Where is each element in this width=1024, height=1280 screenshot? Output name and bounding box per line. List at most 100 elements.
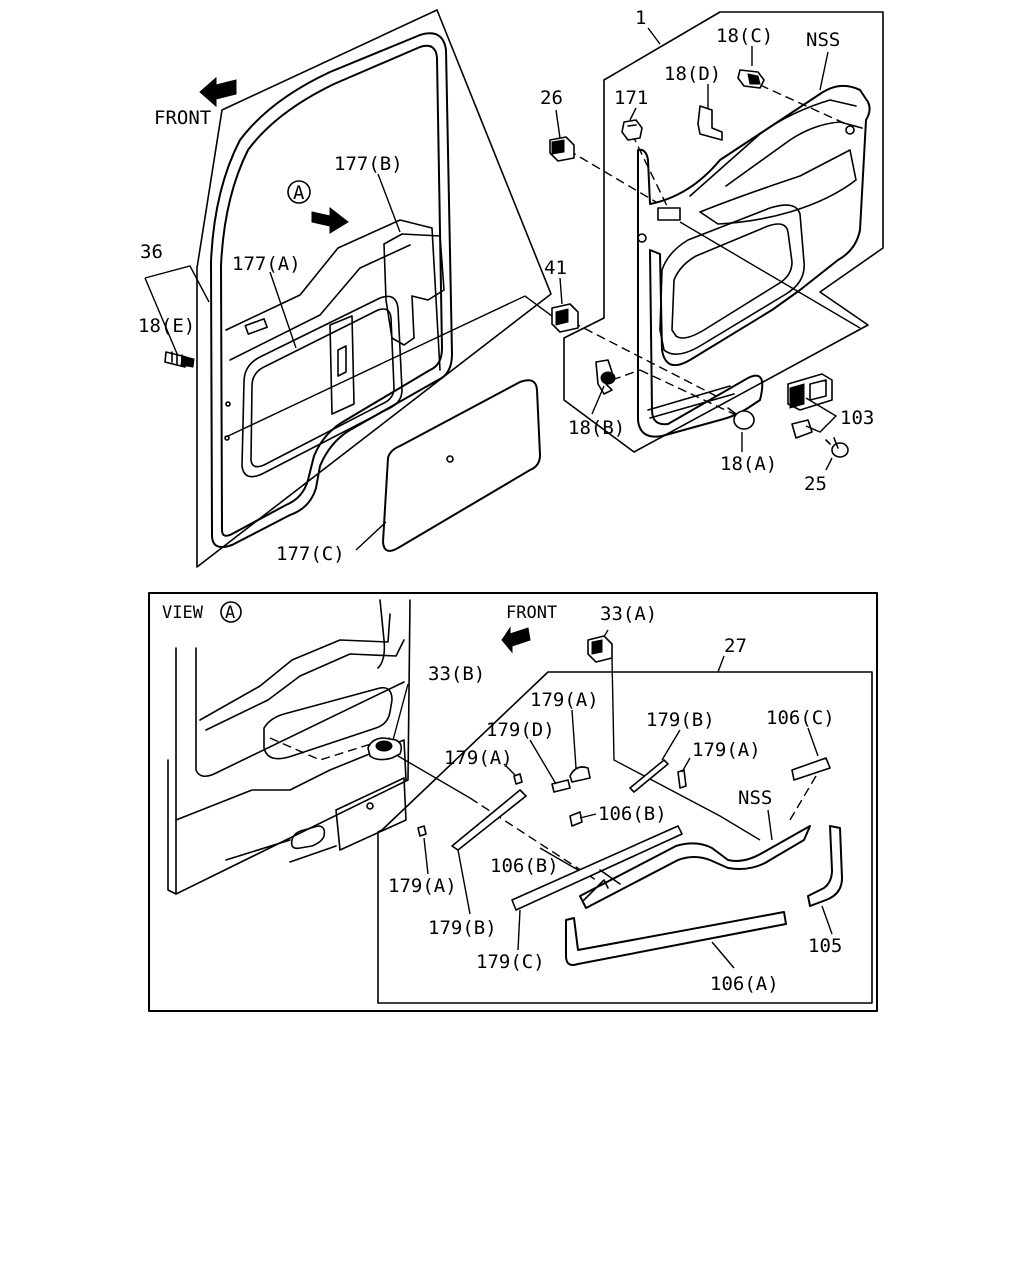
label-179b-bottom: 179(B): [428, 917, 497, 939]
trim-upper-ridge: [689, 99, 857, 197]
strip-106a: [565, 911, 787, 966]
door-seal-inner: [220, 44, 443, 537]
label-106b-left: 106(B): [490, 855, 559, 877]
leader-26: [555, 109, 561, 139]
view-a-marker-letter: A: [293, 182, 305, 204]
leader-177b: [377, 173, 401, 233]
view-dash-33b: [469, 797, 597, 881]
bracket-18d-icon: [697, 105, 723, 141]
cover-hole: [446, 455, 454, 463]
trim-panel-outer: [637, 84, 871, 438]
label-41: 41: [544, 257, 567, 279]
clip-179a-2: [677, 769, 687, 789]
front-arrow-icon: [199, 76, 237, 108]
trim-hole-2: [637, 233, 647, 243]
strip-179d: [551, 779, 571, 793]
label-179a-top: 179(A): [530, 689, 599, 711]
view-door-panel: [263, 686, 393, 760]
label-105: 105: [808, 935, 842, 957]
clip-18a-icon: [727, 407, 755, 430]
clip-179a-hook: [569, 766, 591, 783]
dash-18b: [611, 369, 641, 381]
view-leader-33b: [391, 683, 409, 745]
view-leader-106b-1: [579, 813, 597, 819]
front-label: FRONT: [154, 107, 211, 129]
view-leader-179a-3: [681, 757, 691, 773]
view-leader-179d: [529, 739, 557, 785]
view-dash-106c: [789, 775, 817, 821]
view-a-label-circle: [220, 601, 242, 623]
front-arrow-bottom-icon: [501, 626, 531, 654]
label-18a: 18(A): [720, 453, 777, 475]
trim-panel-frame: [563, 11, 884, 453]
clip-41-icon: [551, 303, 579, 333]
view-leader-106c: [807, 727, 819, 757]
clip-179a-3: [417, 825, 427, 837]
view-door-line-3: [205, 639, 405, 731]
view-a-marker-circle: [287, 180, 311, 204]
leader-trim-diagonal: [679, 221, 861, 329]
leader-177c: [355, 521, 387, 551]
view-door-hole: [366, 802, 374, 810]
strip-179b-upper: [629, 759, 669, 793]
door-hole-1: [225, 401, 231, 407]
leader-25: [825, 457, 833, 471]
view-a-title-marker: A: [225, 603, 235, 623]
view-dash-a: [269, 737, 391, 761]
clip-179a-1: [513, 773, 523, 785]
leader-103: [805, 397, 838, 433]
label-33b: 33(B): [428, 663, 485, 685]
label-179a-left: 179(A): [444, 747, 513, 769]
view-door-line-2: [199, 613, 391, 721]
moulding-106b-line: [599, 869, 621, 885]
bottom-view-a: VIEW A FRONT 33(A) 27 33(B) 179(A) 179(B…: [148, 592, 878, 1012]
label-18d: 18(D): [664, 63, 721, 85]
door-leader-line: [225, 295, 553, 438]
trim-clip-slot: [657, 207, 681, 221]
view-door-sill: [335, 777, 407, 851]
leader-41: [559, 277, 563, 305]
view-leader-106b-2: [539, 847, 579, 871]
strip-106c: [791, 757, 831, 781]
leader-1: [647, 27, 661, 45]
moulding-27-inner: [583, 879, 609, 901]
clip-171-icon: [621, 119, 643, 141]
door-handle-hole: [244, 318, 268, 335]
label-26: 26: [540, 87, 563, 109]
view-leader-33b-line: [397, 755, 471, 799]
label-25: 25: [804, 473, 827, 495]
label-nss-bottom: NSS: [738, 787, 772, 809]
trim-panel-pocket-inner: [671, 223, 793, 339]
view-leader-179b-1: [661, 729, 681, 761]
dash-18a: [639, 369, 739, 417]
door-inner-panel: [225, 219, 441, 371]
screw-18c-icon: [737, 69, 765, 89]
view-leader-179a-2: [571, 709, 577, 769]
trim-hole: [845, 125, 855, 135]
view-leader-179a-4: [423, 837, 429, 875]
view-door-edge: [377, 599, 386, 669]
leader-18b: [591, 385, 605, 415]
view-leader-179c: [517, 909, 521, 951]
label-103: 103: [840, 407, 874, 429]
label-part-1: 1: [635, 7, 646, 29]
label-177a: 177(A): [232, 253, 301, 275]
label-nss-top: NSS: [806, 29, 840, 51]
label-177c: 177(C): [276, 543, 345, 565]
dash-26: [567, 149, 657, 203]
cover-177c: [382, 379, 541, 552]
clip-18b-icon: [595, 359, 616, 395]
leader-36: [144, 265, 210, 357]
dash-18c: [759, 84, 847, 125]
label-106c: 106(C): [766, 707, 835, 729]
label-171: 171: [614, 87, 648, 109]
door-window-cutout-inner: [250, 308, 395, 468]
door-lock-box: [329, 315, 355, 415]
door-backdrop-outline: [196, 9, 552, 568]
front-label-bottom: FRONT: [506, 603, 557, 623]
top-exploded-view: FRONT A 1 18(C) NSS 18(D) 26 171 177(B) …: [138, 7, 884, 568]
view-leader-nss: [767, 809, 773, 841]
view-door-line-1: [195, 647, 405, 778]
label-27: 27: [724, 635, 747, 657]
clip-33b-icon: [367, 737, 403, 761]
